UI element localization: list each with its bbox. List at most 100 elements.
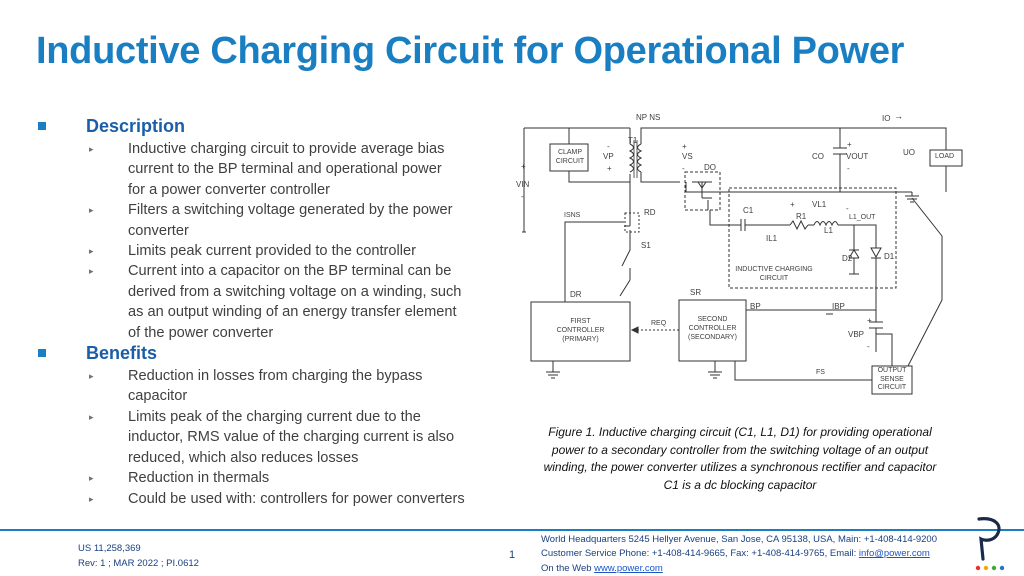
load-label: LOAD bbox=[935, 153, 955, 160]
bullet-line: derived from a switching voltage on a wi… bbox=[128, 283, 462, 300]
section-heading: Description bbox=[86, 116, 186, 136]
bullet-line: of the power converter bbox=[128, 324, 274, 341]
web-link[interactable]: www.power.com bbox=[594, 562, 663, 574]
square-bullet-icon bbox=[38, 122, 46, 130]
vin-label: VIN bbox=[516, 180, 530, 189]
bullet-line: Reduction in losses from charging the by… bbox=[128, 368, 423, 385]
vout-minus: - bbox=[847, 164, 850, 173]
do-rectifier-box bbox=[684, 171, 721, 211]
bullet-item: ▸ Could be used with: controllers for pow… bbox=[36, 489, 506, 509]
uo-label: UO bbox=[903, 148, 915, 157]
t1-label: T1 bbox=[628, 136, 638, 145]
ibp-label: IBP bbox=[832, 302, 845, 311]
arrow-bullet-icon: ▸ bbox=[89, 246, 94, 257]
output-sense-label: OUTPUT SENSE CIRCUIT bbox=[877, 367, 907, 391]
arrow-bullet-icon: ▸ bbox=[89, 371, 94, 382]
isns-label: ISNS bbox=[564, 212, 581, 219]
first-controller-box bbox=[530, 301, 631, 362]
bullet-item: ▸ Inductive charging circuit to provide a… bbox=[36, 139, 506, 200]
circuit-diagram: → bbox=[522, 111, 963, 395]
arrow-bullet-icon: ▸ bbox=[89, 493, 94, 504]
bullet-line: Inductive charging circuit to provide av… bbox=[128, 141, 445, 157]
first-controller-label: FIRST CONTROLLER (PRIMARY) bbox=[556, 318, 605, 343]
bullet-list: Description ▸ Inductive charging circuit t… bbox=[36, 116, 506, 509]
bullet-line: Current into a capacitor on the BP termi… bbox=[128, 263, 452, 280]
fs-label: FS bbox=[816, 369, 825, 376]
bullet-line: reduced, which also reduces losses bbox=[128, 449, 359, 466]
bullet-line: inductor, RMS value of the charging curr… bbox=[128, 429, 455, 446]
clamp-circuit-label: CLAMP CIRCUIT bbox=[555, 149, 585, 165]
bullet-line: Limits peak of the charging current due … bbox=[128, 408, 421, 425]
io-arrow: → bbox=[894, 111, 903, 121]
bp-label: BP bbox=[750, 302, 761, 311]
email-link[interactable]: info@power.com bbox=[858, 548, 930, 560]
page-number: 1 bbox=[509, 549, 516, 561]
vout-label: VOUT bbox=[846, 152, 869, 161]
footer-left: US 11,258,369 Rev: 1 ; MAR 2022 ; PI.061… bbox=[78, 541, 199, 571]
patent-number: US 11,258,369 bbox=[78, 543, 141, 554]
web-line: On the Web www.power.com bbox=[541, 562, 663, 574]
arrow-bullet-icon: ▸ bbox=[89, 144, 94, 154]
rd-label: RD bbox=[644, 208, 656, 217]
bullet-item: ▸ Limits peak current provided to the con… bbox=[36, 241, 506, 261]
vp-minus: - bbox=[607, 142, 610, 151]
vbp-minus: - bbox=[867, 342, 870, 351]
bullet-line: converter bbox=[128, 222, 189, 239]
vl1-plus: + bbox=[790, 200, 795, 209]
bullet-item: ▸ Reduction in losses from charging the b… bbox=[36, 366, 506, 407]
vs-minus: - bbox=[682, 164, 685, 173]
arrow-bullet-icon: ▸ bbox=[89, 411, 94, 422]
vl1-label: VL1 bbox=[812, 200, 827, 209]
power-integrations-logo bbox=[975, 517, 1005, 571]
bullet-item: ▸ Current into a capacitor on the BP term… bbox=[36, 261, 506, 343]
bullet-item: ▸ Filters a switching voltage generated b… bbox=[36, 200, 506, 241]
section-benefits: Benefits bbox=[36, 343, 506, 365]
dr-label: DR bbox=[570, 290, 582, 299]
bullet-line: capacitor bbox=[128, 388, 188, 405]
figure-caption: Figure 1. Inductive charging circuit (C1… bbox=[543, 425, 937, 492]
np-ns-label: NP NS bbox=[636, 113, 661, 122]
bullet-item: ▸ Limits peak of the charging current due… bbox=[36, 407, 506, 468]
vin-minus: - bbox=[521, 192, 524, 201]
d2-label: D2 bbox=[842, 254, 853, 263]
bullet-line: Limits peak current provided to the cont… bbox=[128, 243, 416, 260]
square-bullet-icon bbox=[38, 349, 46, 358]
footer-contact: World Headquarters 5245 Hellyer Avenue, … bbox=[541, 533, 937, 576]
inductive-charging-box bbox=[728, 187, 897, 289]
s1-label: S1 bbox=[641, 241, 651, 250]
vp-label: VP bbox=[603, 152, 614, 161]
vout-plus: + bbox=[847, 140, 852, 149]
vin-plus: + bbox=[521, 162, 526, 171]
revision-info: Rev: 1 ; MAR 2022 ; PI.0612 bbox=[78, 558, 199, 569]
arrow-bullet-icon: ▸ bbox=[89, 205, 94, 216]
co-label: CO bbox=[812, 152, 824, 161]
bullet-line: for a power converter controller bbox=[128, 181, 330, 198]
bullet-item: ▸ Reduction in thermals bbox=[36, 468, 506, 488]
bullet-line: Could be used with: controllers for powe… bbox=[128, 490, 465, 507]
bullet-line: Filters a switching voltage generated by… bbox=[128, 202, 453, 219]
vl1-minus: - bbox=[846, 204, 849, 213]
d1-label: D1 bbox=[884, 252, 895, 261]
io-label: IO bbox=[882, 114, 891, 123]
footer-divider bbox=[0, 529, 1024, 531]
l1-out-label: L1_OUT bbox=[849, 214, 876, 221]
bullet-line: Reduction in thermals bbox=[128, 470, 270, 487]
vbp-label: VBP bbox=[848, 330, 865, 339]
arrow-bullet-icon: ▸ bbox=[89, 266, 94, 277]
bullet-line: current to the BP terminal and operation… bbox=[128, 161, 442, 178]
bullet-line: as an output winding of an energy transf… bbox=[128, 304, 457, 321]
second-controller-label: SECOND CONTROLLER (SECONDARY) bbox=[688, 316, 737, 341]
section-description: Description bbox=[36, 116, 506, 138]
page-title: Inductive Charging Circuit for Operation… bbox=[36, 30, 905, 72]
diagram-labels: NP NS T1 CLAMP CIRCUIT VP VS VIN DO IO C… bbox=[510, 108, 980, 408]
r1-label: R1 bbox=[796, 212, 807, 221]
il1-label: IL1 bbox=[766, 234, 778, 243]
req-label: REQ bbox=[651, 320, 667, 327]
hq-address: World Headquarters 5245 Hellyer Avenue, … bbox=[541, 534, 937, 545]
vbp-plus: + bbox=[867, 316, 872, 325]
arrow-bullet-icon: ▸ bbox=[89, 473, 94, 484]
c1-label: C1 bbox=[743, 206, 754, 215]
icc-label: INDUCTIVE CHARGING CIRCUIT bbox=[735, 266, 813, 282]
vs-plus: + bbox=[682, 142, 687, 151]
do-label: DO bbox=[704, 163, 716, 172]
